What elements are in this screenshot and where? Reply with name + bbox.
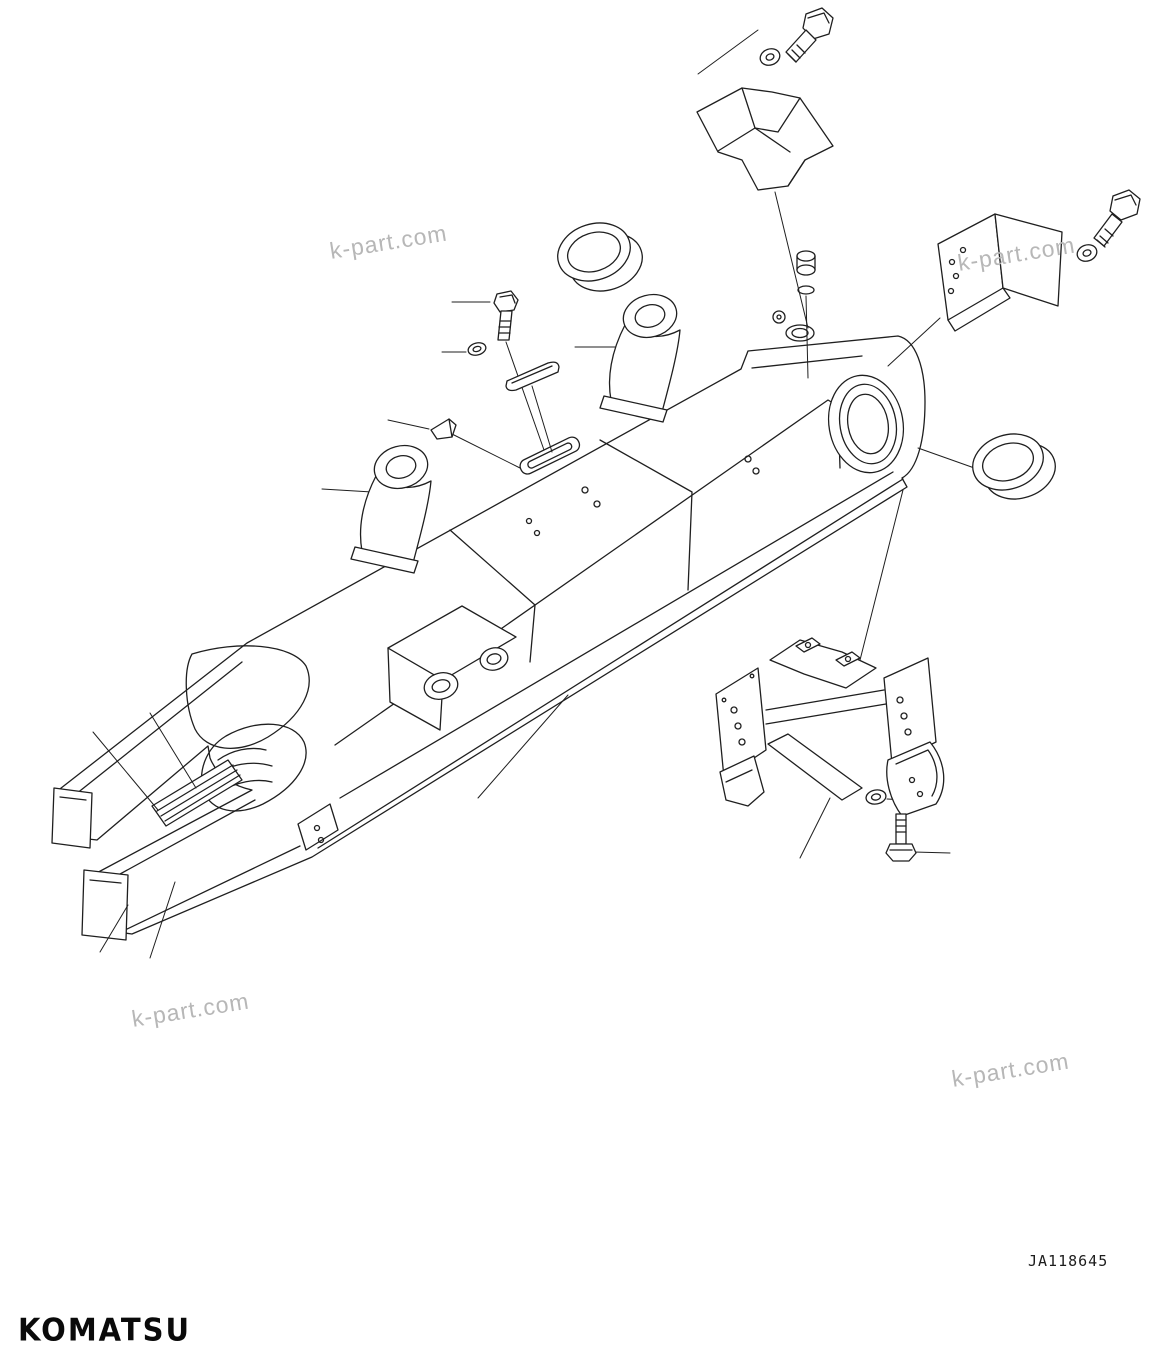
washer-center bbox=[467, 342, 487, 356]
leader-lines bbox=[92, 29, 981, 959]
cover-guard-top bbox=[696, 87, 834, 191]
roller-guard-bottom bbox=[715, 637, 945, 817]
bushing-ring-right bbox=[972, 433, 1056, 500]
cone-plug bbox=[430, 418, 457, 440]
hex-bolt-right bbox=[1093, 189, 1141, 248]
washer-bottom bbox=[865, 789, 887, 805]
hex-bolt-center bbox=[493, 290, 519, 341]
pin-small bbox=[505, 361, 560, 392]
washer-right bbox=[1076, 244, 1098, 262]
hex-bolt-bottom bbox=[885, 813, 917, 862]
komatsu-logo: KOMATSU bbox=[18, 1311, 192, 1348]
washer-top bbox=[759, 48, 781, 66]
bushing-ring-left bbox=[557, 222, 643, 292]
hex-bolt-top bbox=[785, 7, 834, 63]
track-frame-body bbox=[51, 310, 926, 941]
trunnion-support-rear bbox=[599, 293, 681, 423]
mounting-plate-bracket-right bbox=[937, 213, 1063, 332]
drawing-number: JA118645 bbox=[1028, 1252, 1109, 1270]
trunnion-support-front bbox=[350, 444, 432, 574]
plug-small bbox=[796, 250, 816, 295]
